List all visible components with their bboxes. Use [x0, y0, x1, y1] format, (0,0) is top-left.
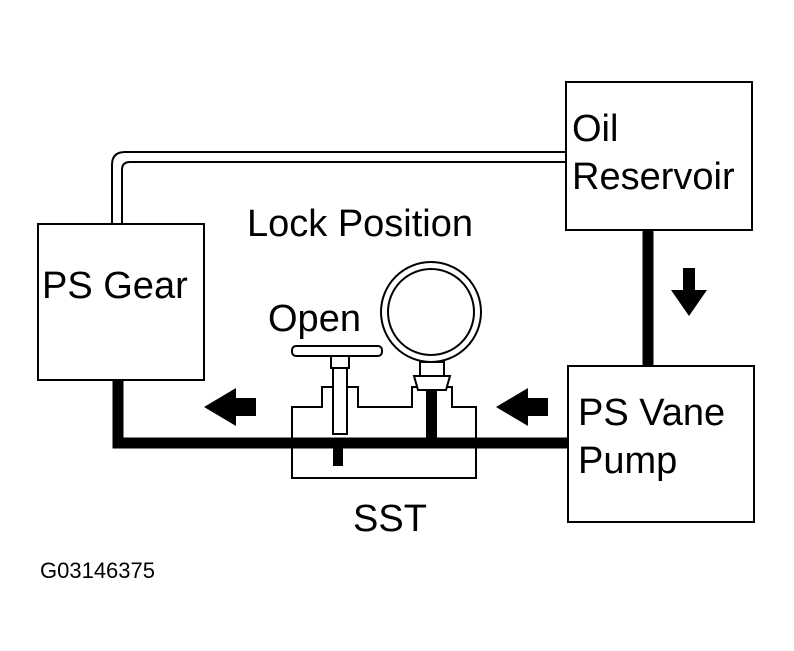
sst-label: SST: [353, 498, 427, 540]
return-hose: [111, 151, 570, 226]
ps-vane-pump-label: PS Vane: [578, 392, 725, 434]
sst-body: [291, 386, 477, 479]
flow-arrow-left-icon: [204, 388, 256, 426]
oil-reservoir-label: Reservoir: [572, 156, 735, 198]
figure-code: G03146375: [40, 558, 155, 583]
oil-reservoir-label: Oil: [572, 108, 618, 150]
sst-valve: [291, 345, 383, 466]
oil-reservoir-box: [565, 81, 753, 231]
ps-vane-pump-box: [567, 365, 755, 523]
flow-arrow-left-icon: [496, 388, 548, 426]
open-label: Open: [268, 298, 361, 340]
flow-arrow-down-icon: [671, 268, 707, 316]
lock-position-label: Lock Position: [247, 203, 473, 245]
pressure-gauge: [380, 261, 482, 440]
ps-gear-box: [37, 223, 205, 381]
ps-gear-label: PS Gear: [42, 265, 188, 307]
ps-vane-pump-label: Pump: [578, 440, 677, 482]
